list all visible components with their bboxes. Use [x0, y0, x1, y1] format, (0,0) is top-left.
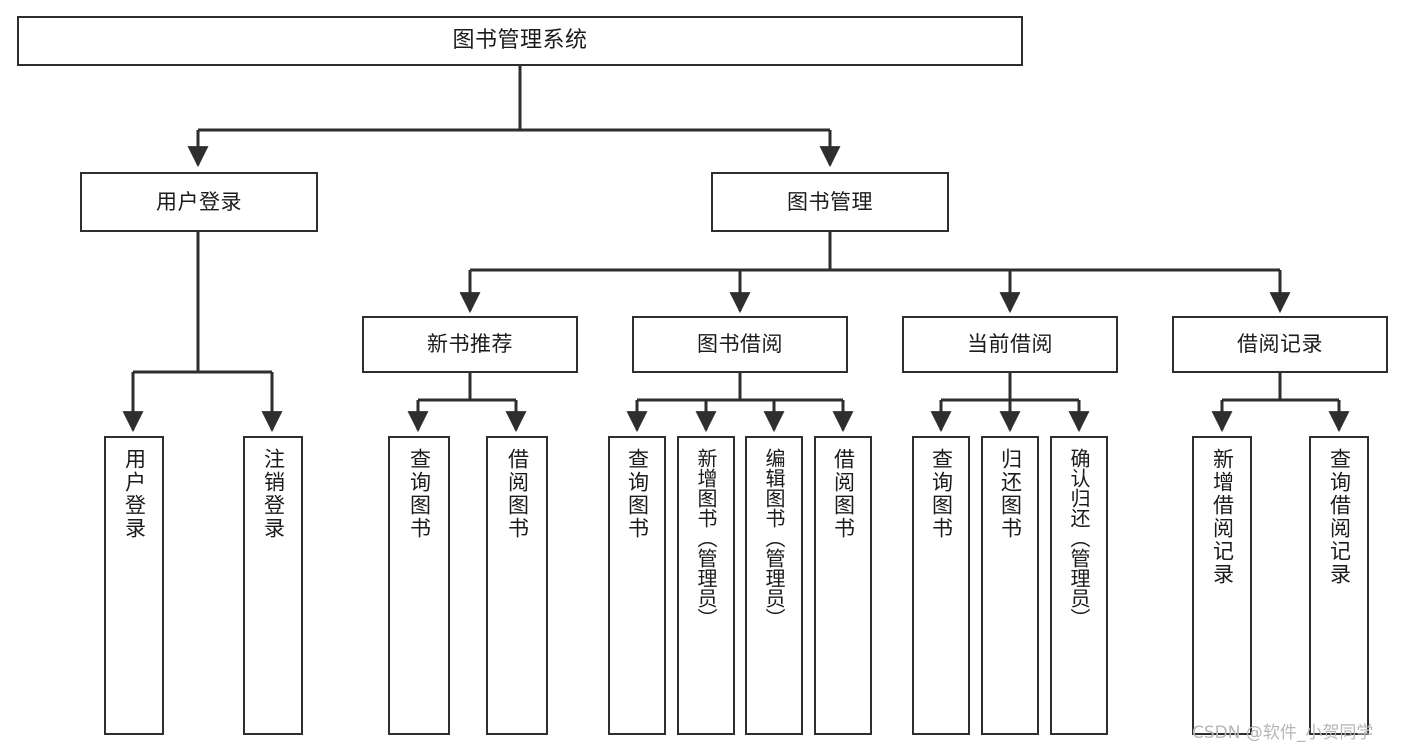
node-label: 新增图书（管理员） — [694, 448, 718, 628]
node-root-book-management-system[interactable]: 图书管理系统 — [17, 16, 1023, 66]
node-label: 注销登录 — [261, 448, 286, 540]
leaf-new-book-query-books[interactable]: 查询图书 — [388, 436, 450, 735]
leaf-current-confirm-return-admin[interactable]: 确认归还（管理员） — [1050, 436, 1108, 735]
node-label: 归还图书 — [998, 448, 1023, 540]
node-current-borrowing[interactable]: 当前借阅 — [902, 316, 1118, 373]
node-label: 借阅图书 — [831, 448, 856, 540]
node-label: 确认归还（管理员） — [1067, 448, 1091, 628]
node-user-login[interactable]: 用户登录 — [80, 172, 318, 232]
node-book-borrowing[interactable]: 图书借阅 — [632, 316, 848, 373]
leaf-new-book-borrow-books[interactable]: 借阅图书 — [486, 436, 548, 735]
node-label: 图书管理 — [787, 189, 873, 214]
leaf-current-query-books[interactable]: 查询图书 — [912, 436, 970, 735]
node-label: 新书推荐 — [427, 332, 513, 357]
leaf-current-return-books[interactable]: 归还图书 — [981, 436, 1039, 735]
node-label: 用户登录 — [156, 189, 242, 214]
csdn-watermark: CSDN @软件_小贺同学 — [1192, 723, 1374, 743]
node-label: 借阅图书 — [505, 448, 530, 540]
node-label: 查询借阅记录 — [1327, 448, 1352, 586]
leaf-records-add-record[interactable]: 新增借阅记录 — [1192, 436, 1252, 735]
leaf-borrow-borrow-books[interactable]: 借阅图书 — [814, 436, 872, 735]
leaf-records-query-record[interactable]: 查询借阅记录 — [1309, 436, 1369, 735]
node-label: 查询图书 — [929, 448, 954, 540]
node-borrowing-records[interactable]: 借阅记录 — [1172, 316, 1388, 373]
node-label: 新增借阅记录 — [1210, 448, 1235, 586]
node-label: 借阅记录 — [1237, 332, 1323, 357]
leaf-user-login-signout[interactable]: 注销登录 — [243, 436, 303, 735]
node-label: 用户登录 — [122, 448, 147, 540]
leaf-borrow-query-books[interactable]: 查询图书 — [608, 436, 666, 735]
leaf-borrow-edit-book-admin[interactable]: 编辑图书（管理员） — [745, 436, 803, 735]
node-label: 查询图书 — [625, 448, 650, 540]
leaf-borrow-add-book-admin[interactable]: 新增图书（管理员） — [677, 436, 735, 735]
node-label: 编辑图书（管理员） — [762, 448, 786, 628]
node-label: 图书借阅 — [697, 332, 783, 357]
node-label: 当前借阅 — [967, 332, 1053, 357]
node-label: 图书管理系统 — [452, 28, 588, 54]
node-label: 查询图书 — [407, 448, 432, 540]
node-new-book-recommendation[interactable]: 新书推荐 — [362, 316, 578, 373]
leaf-user-login-signin[interactable]: 用户登录 — [104, 436, 164, 735]
node-book-management[interactable]: 图书管理 — [711, 172, 949, 232]
